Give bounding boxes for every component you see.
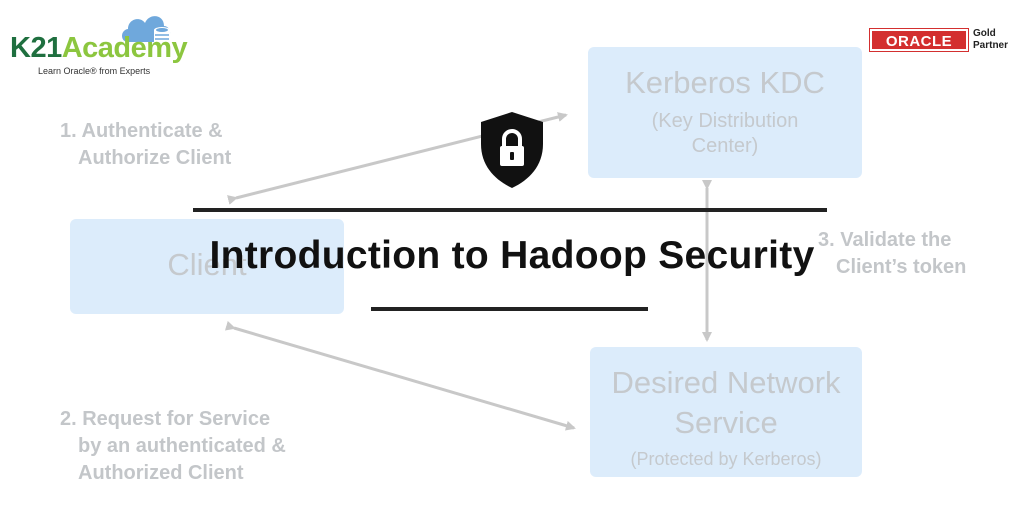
network-service-box: Desired Network Service (Protected by Ke…	[590, 347, 862, 477]
step2-line2: by an authenticated &	[78, 435, 286, 457]
oracle-logo: ORACLE	[869, 28, 969, 52]
kdc-subtitle-line2: Center)	[691, 135, 759, 157]
partner-level: Gold Partner	[973, 28, 1008, 52]
partner-type-label: Partner	[973, 40, 1009, 51]
step2-line3: Authorized Client	[78, 462, 244, 484]
service-title-line1: Desired Network	[611, 365, 841, 400]
title-rule-top	[193, 208, 827, 212]
title-rule-bottom	[371, 307, 648, 311]
step3-line1: 3. Validate the	[818, 229, 952, 251]
cloud-database-icon	[122, 16, 171, 45]
service-subtitle: (Protected by Kerberos)	[630, 449, 822, 469]
service-title-line2: Service	[674, 405, 778, 440]
client-title: Client	[167, 247, 247, 282]
brand-tagline: Learn Oracle® from Experts	[38, 66, 151, 76]
kdc-title: Kerberos KDC	[625, 65, 825, 100]
banner-title: Introduction to Hadoop Security	[209, 234, 815, 277]
shield-lock-icon	[481, 112, 543, 188]
brand-logo: K21Academy	[10, 32, 188, 65]
kdc-subtitle-line1: (Key Distribution	[651, 110, 799, 132]
step3-line2: Client’s token	[836, 256, 967, 278]
step3-label: 3. Validate the Client’s token	[818, 227, 966, 281]
step1-line2: Authorize Client	[78, 147, 232, 169]
brand-accent: Academy	[61, 32, 188, 64]
step2-line1: 2. Request for Service	[60, 408, 271, 430]
step1-label: 1. Authenticate & Authorize Client	[60, 118, 231, 172]
kerberos-kdc-box: Kerberos KDC (Key Distribution Center)	[588, 47, 862, 178]
brand-main: K21	[10, 32, 62, 64]
step1-line1: 1. Authenticate &	[60, 120, 223, 142]
partner-level-label: Gold	[973, 28, 996, 39]
client-box: Client	[70, 219, 344, 314]
step2-label: 2. Request for Service by an authenticat…	[60, 406, 286, 487]
arrow-client-service	[224, 320, 576, 431]
